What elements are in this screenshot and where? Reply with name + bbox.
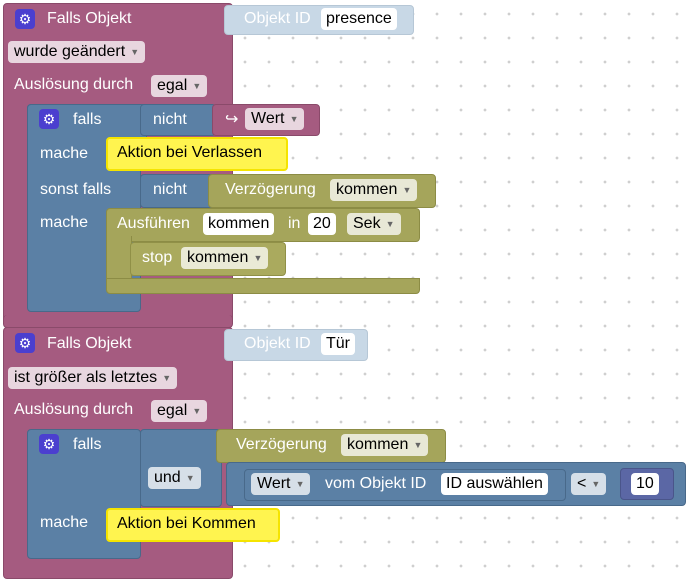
gear-icon[interactable]: ⚙ [39,434,59,454]
mache-label: mache [40,145,89,162]
chevron-down-icon: ▼ [185,473,195,483]
falls-label: falls [73,436,102,453]
trigger-by-label: Auslösung durch [14,76,134,93]
object-id-select[interactable]: ID auswählen [441,473,548,495]
gear-icon[interactable]: ⚙ [39,109,59,129]
mache-label: mache [40,214,89,231]
object-id-label: Objekt ID [244,10,311,27]
chevron-down-icon: ▼ [413,440,423,450]
trigger-label: Falls Objekt [47,335,132,352]
gear-icon[interactable]: ⚙ [15,333,35,353]
chevron-down-icon: ▼ [192,81,202,91]
chevron-down-icon: ▼ [385,219,395,229]
trigger-by-dropdown[interactable]: egal▼ [151,75,208,97]
object-id-label: Objekt ID [244,335,311,352]
nicht-label: nicht [153,181,187,198]
comment-text: Aktion bei Verlassen [117,144,262,161]
wert-dropdown[interactable]: Wert▼ [245,108,305,130]
delay-dropdown[interactable]: kommen▼ [330,179,418,201]
chevron-down-icon: ▼ [402,185,412,195]
chevron-down-icon: ▼ [289,114,299,124]
timeout-name-field[interactable]: kommen [203,213,275,235]
chevron-down-icon: ▼ [295,479,305,489]
object-id-field[interactable]: presence [321,8,397,30]
timeout-block-bottom [106,278,420,294]
stop-label: stop [142,249,173,266]
mache-label: mache [40,514,89,531]
stop-dropdown[interactable]: kommen▼ [181,247,269,269]
nicht-label: nicht [153,111,187,128]
number-field[interactable]: 10 [631,473,659,495]
trigger-label: Falls Objekt [47,10,132,27]
object-id-field[interactable]: Tür [321,333,355,355]
comment-block[interactable] [106,137,288,171]
wert-dropdown[interactable]: Wert▼ [251,473,311,495]
logic-dropdown[interactable]: und▼ [148,467,201,489]
chevron-down-icon: ▼ [192,406,202,416]
ausfuehren-label: Ausführen [117,215,190,232]
sonst-falls-label: sonst falls [40,181,112,198]
not-block[interactable] [140,174,216,208]
delay-value-field[interactable]: 20 [308,213,336,235]
trigger-by-dropdown[interactable]: egal▼ [151,400,208,422]
delay-dropdown[interactable]: kommen▼ [341,434,429,456]
unit-dropdown[interactable]: Sek▼ [347,213,401,235]
chevron-down-icon: ▼ [130,47,140,57]
comment-text: Aktion bei Kommen [117,515,256,532]
timeout-block-body [106,236,132,281]
trigger-by-label: Auslösung durch [14,401,134,418]
in-label: in [288,215,301,232]
verzoegerung-label: Verzögerung [225,181,316,198]
chevron-down-icon: ▼ [162,373,172,383]
comment-block[interactable] [106,508,280,542]
chevron-down-icon: ▼ [591,479,601,489]
falls-label: falls [73,111,102,128]
return-arrow-icon: ↪ [225,111,239,128]
chevron-down-icon: ▼ [253,253,263,263]
operator-dropdown[interactable]: <▼ [571,473,607,495]
gear-icon[interactable]: ⚙ [15,9,35,29]
condition-dropdown[interactable]: ist größer als letztes▼ [8,367,178,389]
vom-objekt-label: vom Objekt ID [325,475,427,492]
verzoegerung-label: Verzögerung [236,436,327,453]
condition-dropdown[interactable]: wurde geändert▼ [8,41,146,63]
